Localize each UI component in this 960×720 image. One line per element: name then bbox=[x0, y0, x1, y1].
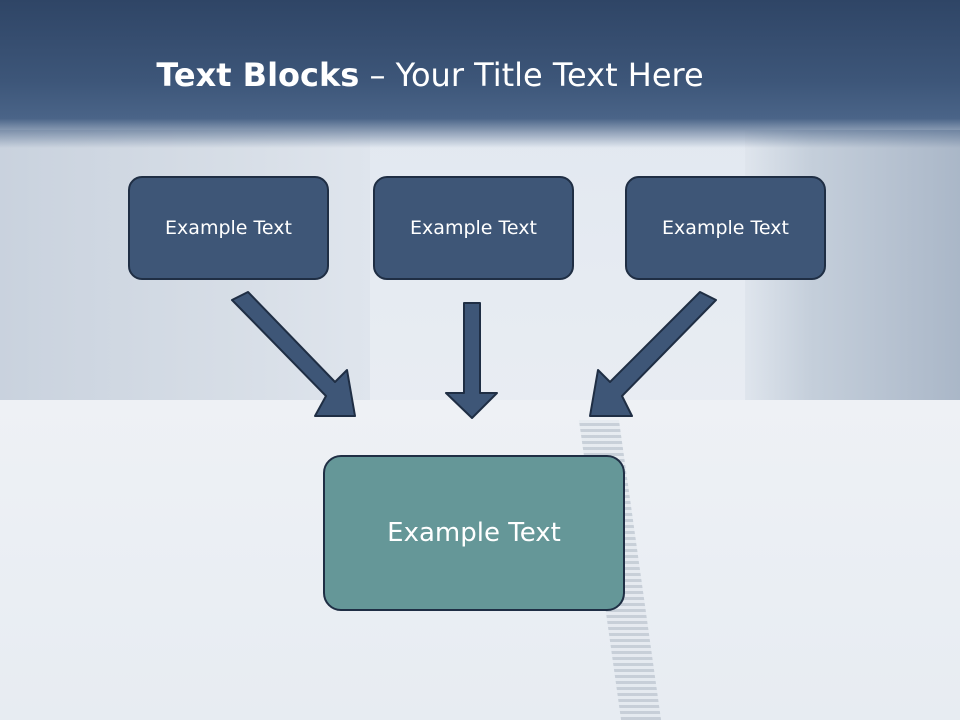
title-rest: Your Title Text Here bbox=[395, 56, 704, 94]
arrow-right bbox=[589, 291, 717, 417]
text-block-3-label: Example Text bbox=[662, 217, 789, 239]
title-bold: Text Blocks bbox=[156, 56, 360, 94]
arrow-left bbox=[231, 291, 356, 417]
text-block-2-label: Example Text bbox=[410, 217, 537, 239]
text-block-3[interactable]: Example Text bbox=[625, 176, 826, 280]
title-dash: – bbox=[359, 56, 396, 94]
slide-title: Text Blocks – Your Title Text Here bbox=[0, 56, 910, 94]
header-band bbox=[0, 0, 960, 148]
text-block-1[interactable]: Example Text bbox=[128, 176, 329, 280]
main-text-block-label: Example Text bbox=[387, 518, 561, 548]
arrow-center bbox=[445, 302, 498, 419]
main-text-block[interactable]: Example Text bbox=[323, 455, 625, 611]
text-block-1-label: Example Text bbox=[165, 217, 292, 239]
text-block-2[interactable]: Example Text bbox=[373, 176, 574, 280]
